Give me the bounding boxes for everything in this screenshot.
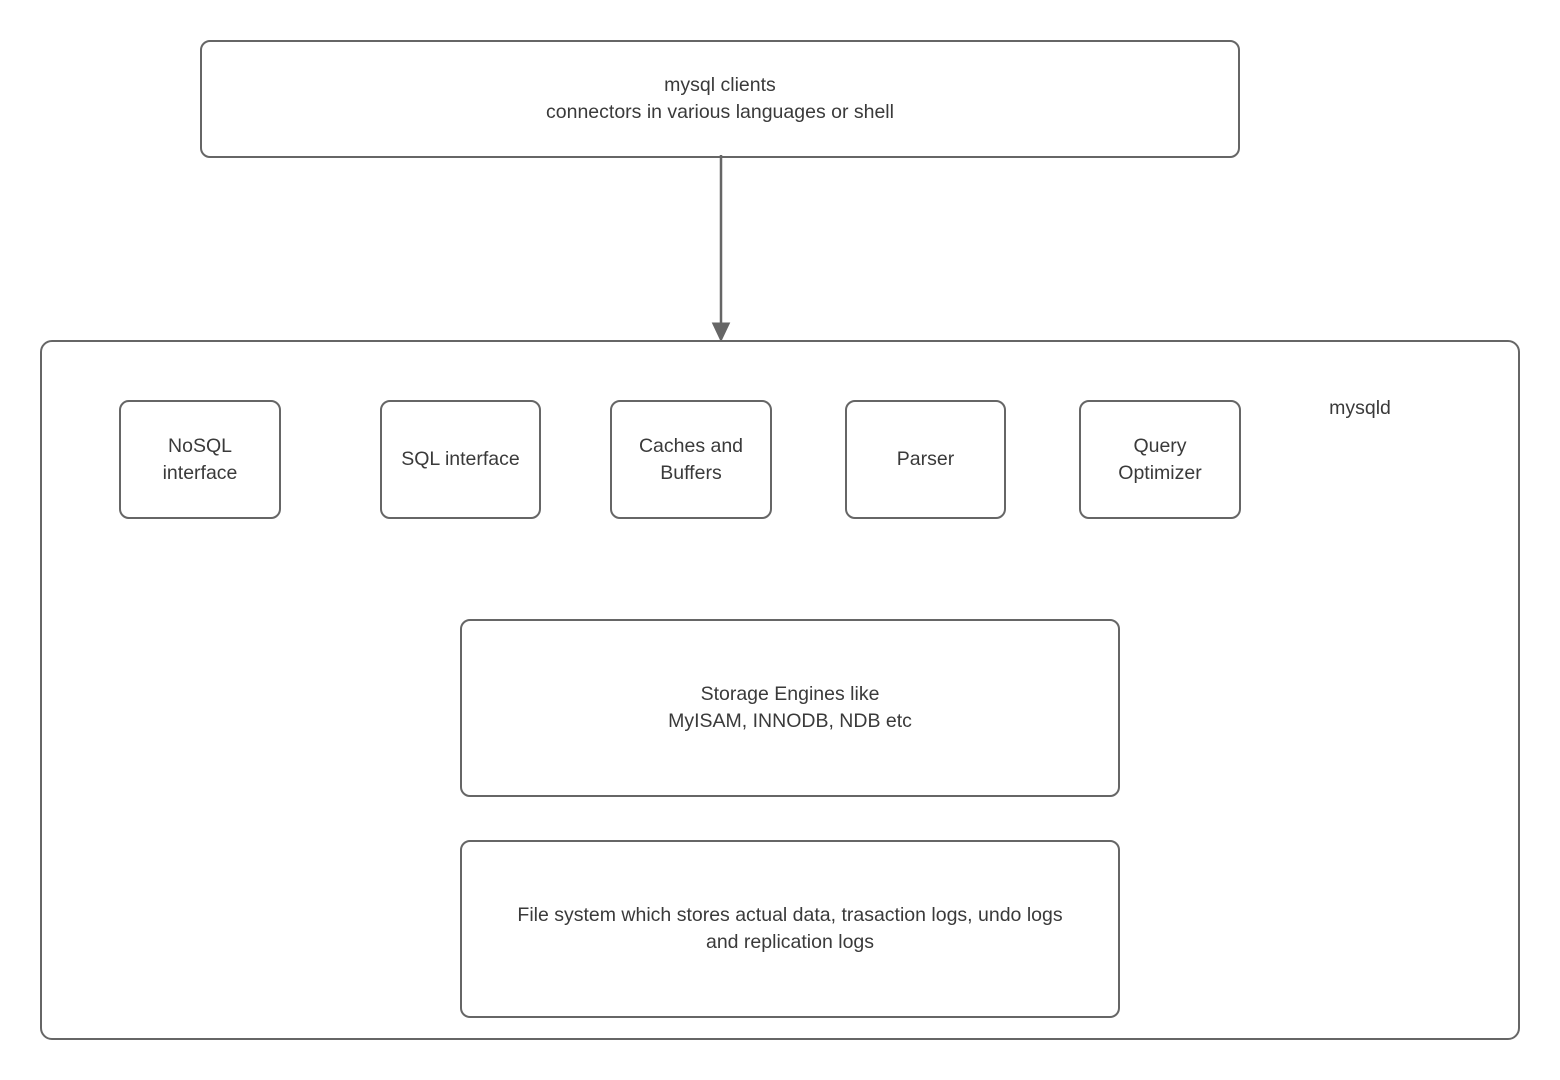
node-file-system-label: File system which stores actual data, tr… <box>517 904 1063 953</box>
node-storage-engines[interactable]: Storage Engines like MyISAM, INNODB, NDB… <box>460 619 1120 797</box>
node-file-system[interactable]: File system which stores actual data, tr… <box>460 840 1120 1018</box>
node-caches-and-buffers-label: Caches and Buffers <box>638 434 744 484</box>
node-query-optimizer-label: Query Optimizer <box>1118 434 1202 484</box>
node-query-optimizer[interactable]: Query Optimizer <box>1079 400 1241 519</box>
node-parser-label: Parser <box>896 448 955 470</box>
node-sql-interface[interactable]: SQL interface <box>380 400 541 519</box>
connector-clients-to-mysqld-arrow-icon <box>711 155 731 343</box>
node-sql-interface-label: SQL interface <box>401 448 520 470</box>
node-mysql-clients-label: mysql clients connectors in various lang… <box>546 74 894 123</box>
node-mysql-clients[interactable]: mysql clients connectors in various lang… <box>200 40 1240 158</box>
node-parser[interactable]: Parser <box>845 400 1006 519</box>
node-caches-and-buffers[interactable]: Caches and Buffers <box>610 400 772 519</box>
node-nosql-interface[interactable]: NoSQL interface <box>119 400 281 519</box>
node-nosql-interface-label: NoSQL interface <box>162 434 238 484</box>
container-mysqld-label: mysqld <box>1329 397 1391 419</box>
node-storage-engines-label: Storage Engines like MyISAM, INNODB, NDB… <box>668 683 912 732</box>
